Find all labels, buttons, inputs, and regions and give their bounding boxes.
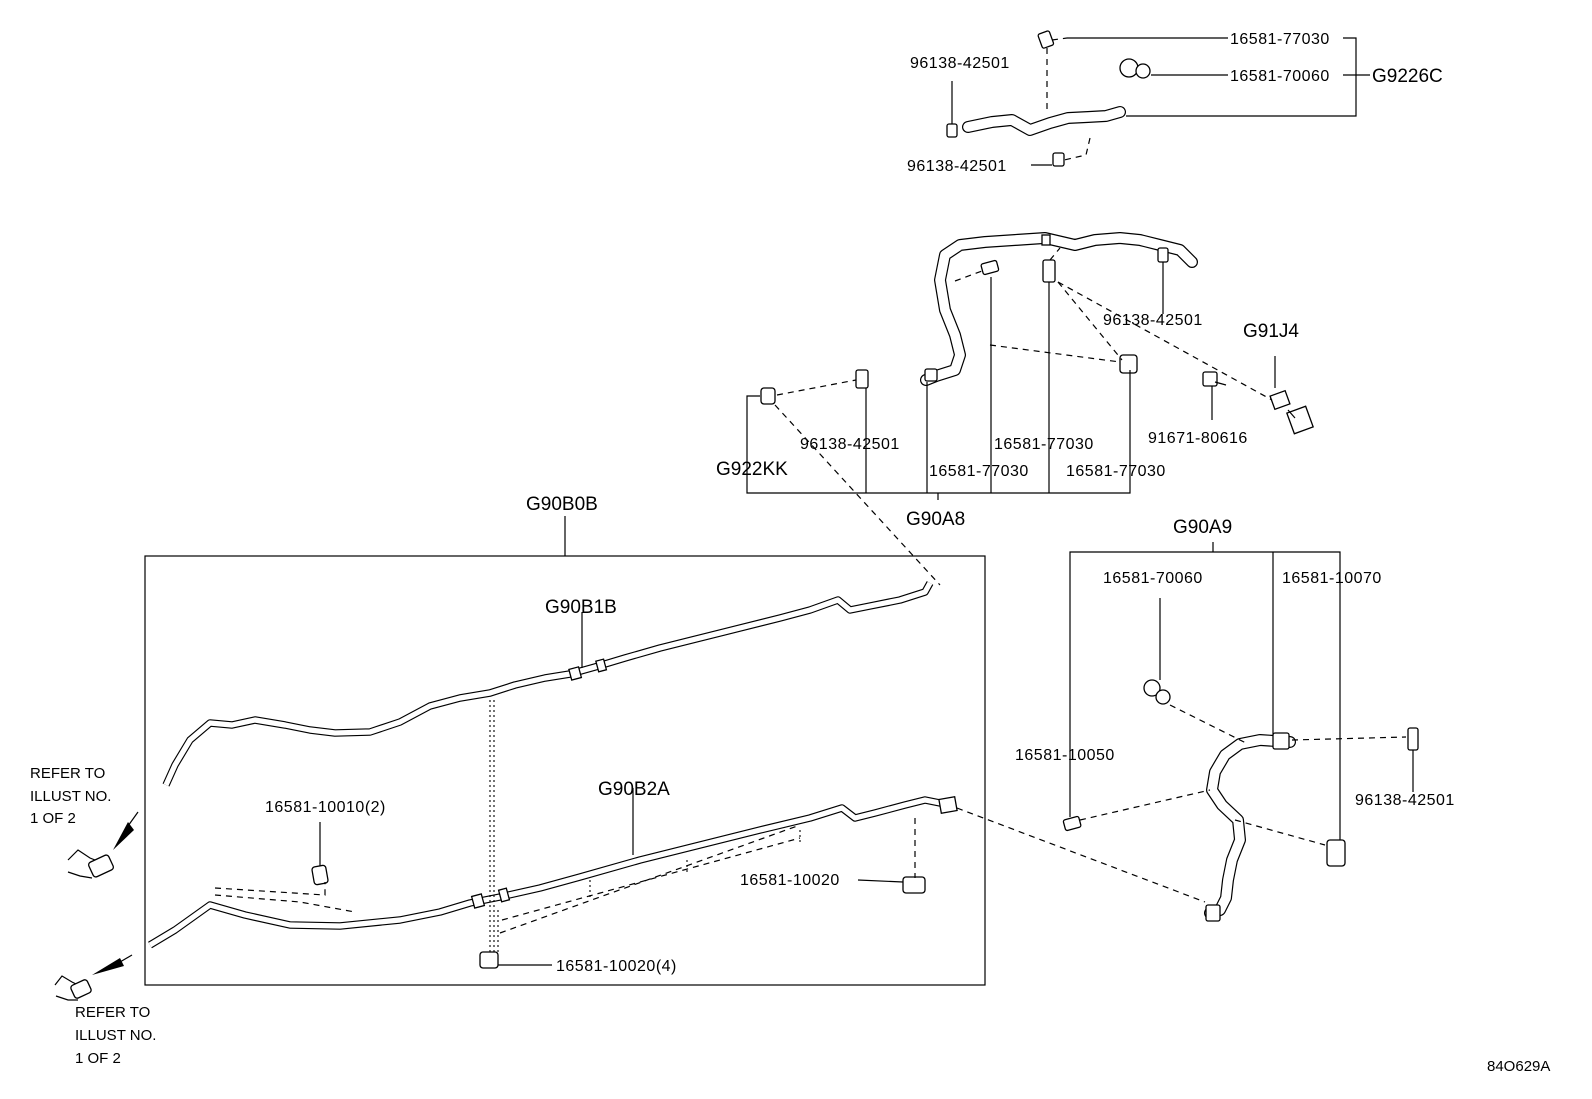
hose-clamp-part bbox=[1119, 354, 1138, 374]
hose-clamp-ring bbox=[1155, 689, 1171, 705]
part-number-16581-77030: 16581-77030 bbox=[994, 436, 1094, 453]
hose-end-fitting bbox=[760, 387, 776, 405]
part-number-16581-10010: 16581-10010(2) bbox=[265, 799, 386, 816]
part-number-16581-10050: 16581-10050 bbox=[1015, 747, 1115, 764]
group-code-g90b0b: G90B0B bbox=[526, 494, 598, 515]
hose-clip-part bbox=[855, 369, 869, 389]
bolt-head bbox=[1202, 371, 1218, 387]
illustration-code: 84O629A bbox=[1487, 1058, 1550, 1075]
pipe-clamps bbox=[214, 700, 926, 969]
hose-clip-part bbox=[946, 123, 958, 138]
part-number-16581-70060: 16581-70060 bbox=[1230, 68, 1330, 85]
part-number-16581-10020-qty4: 16581-10020(4) bbox=[556, 958, 677, 975]
hose-end-fitting bbox=[1205, 904, 1221, 922]
hose-clip-part bbox=[980, 259, 1000, 276]
hose-assembly-g90a9 bbox=[956, 542, 1419, 922]
hose-assembly-g9226c bbox=[946, 30, 1370, 167]
group-code-g922kk: G922KK bbox=[716, 459, 788, 480]
part-number-16581-10020: 16581-10020 bbox=[740, 872, 840, 889]
refer-symbol-1 bbox=[67, 811, 139, 879]
group-code-g90a8: G90A8 bbox=[906, 509, 965, 530]
refer-note-2-line2: ILLUST NO. bbox=[75, 1027, 156, 1044]
refer-note-2-line1: REFER TO bbox=[75, 1004, 150, 1021]
part-number-96138-42501: 96138-42501 bbox=[1103, 312, 1203, 329]
part-number-96138-42501: 96138-42501 bbox=[910, 55, 1010, 72]
hose-joint bbox=[1041, 234, 1051, 246]
group-code-g90b2a: G90B2A bbox=[598, 779, 670, 800]
hose-clip-part bbox=[1052, 152, 1065, 167]
hose-clamp-part bbox=[1326, 839, 1346, 867]
group-code-g90a9: G90A9 bbox=[1173, 517, 1232, 538]
hose-clamp-ring bbox=[1143, 679, 1161, 697]
part-number-96138-42501: 96138-42501 bbox=[907, 158, 1007, 175]
hose-clamp-ring bbox=[1135, 63, 1151, 79]
fuel-pipe-g90b2a bbox=[148, 788, 958, 949]
refer-note-2-line3: 1 OF 2 bbox=[75, 1050, 121, 1067]
refer-note-1-line1: REFER TO bbox=[30, 765, 105, 782]
refer-note-1-line3: 1 OF 2 bbox=[30, 810, 76, 827]
part-number-16581-77030: 16581-77030 bbox=[929, 463, 1029, 480]
hose-assembly-g90a8 bbox=[746, 232, 1314, 586]
part-number-96138-42501: 96138-42501 bbox=[800, 436, 900, 453]
hose-clamp-part bbox=[1157, 247, 1169, 263]
part-number-16581-10070: 16581-10070 bbox=[1282, 570, 1382, 587]
part-number-16581-77030: 16581-77030 bbox=[1066, 463, 1166, 480]
part-number-91671-80616: 91671-80616 bbox=[1148, 430, 1248, 447]
refer-note-1-line2: ILLUST NO. bbox=[30, 788, 111, 805]
fuel-pipe-g90b1b bbox=[162, 581, 934, 787]
hose-clamp-part bbox=[1037, 30, 1055, 49]
hose-joint bbox=[924, 368, 938, 382]
hose-clip-part bbox=[1407, 727, 1419, 751]
part-number-96138-42501: 96138-42501 bbox=[1355, 792, 1455, 809]
hose-clamp-part bbox=[1042, 259, 1056, 283]
refer-symbol-2 bbox=[54, 954, 133, 1001]
part-number-16581-77030: 16581-77030 bbox=[1230, 31, 1330, 48]
group-code-g91j4: G91J4 bbox=[1243, 321, 1299, 342]
hose-clip-part bbox=[1062, 815, 1082, 832]
hose-clamp-ring bbox=[1119, 58, 1139, 78]
part-number-16581-70060: 16581-70060 bbox=[1103, 570, 1203, 587]
group-code-g9226c: G9226C bbox=[1372, 66, 1443, 87]
hose-joint bbox=[1272, 732, 1290, 750]
bracket-g91j4 bbox=[1269, 389, 1314, 435]
group-code-g90b1b: G90B1B bbox=[545, 597, 617, 618]
